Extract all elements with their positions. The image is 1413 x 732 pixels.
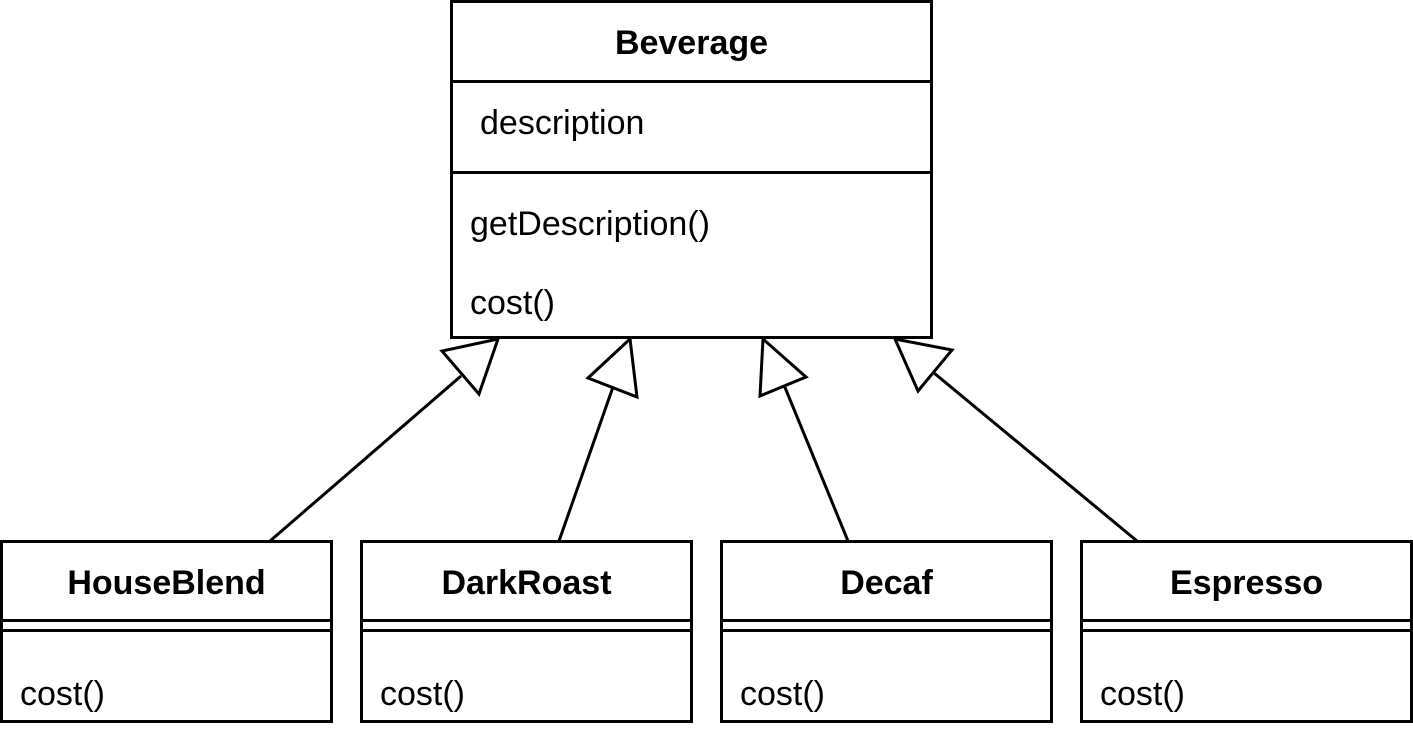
generalization-houseblend — [269, 336, 501, 543]
class-espresso[interactable]: Espresso cost() — [1080, 540, 1413, 723]
class-decaf[interactable]: Decaf cost() — [720, 540, 1053, 723]
attributes-section — [1083, 622, 1410, 632]
class-beverage[interactable]: Beverage description getDescription() co… — [450, 0, 933, 339]
operations-section: cost() — [1083, 632, 1410, 717]
inheritance-line-houseblend — [269, 374, 462, 543]
operation-cost: cost() — [1100, 675, 1185, 713]
class-darkroast[interactable]: DarkRoast cost() — [360, 540, 693, 723]
class-houseblend[interactable]: HouseBlend cost() — [0, 540, 333, 723]
inheritance-line-darkroast — [557, 386, 615, 542]
attributes-section: description — [453, 83, 930, 174]
class-name: DarkRoast — [363, 543, 690, 622]
generalization-darkroast — [557, 335, 639, 542]
operation-getdescription: getDescription() — [470, 205, 710, 243]
inheritance-arrowhead-darkroast — [585, 335, 639, 400]
generalization-decaf — [758, 335, 850, 542]
operation-cost: cost() — [380, 675, 465, 713]
operations-section: cost() — [363, 632, 690, 717]
attributes-section — [3, 622, 330, 632]
attributes-section — [723, 622, 1050, 632]
operations-section: cost() — [723, 632, 1050, 717]
inheritance-arrowhead-decaf — [758, 335, 809, 399]
inheritance-arrowhead-espresso — [892, 336, 955, 394]
inheritance-arrowhead-houseblend — [439, 336, 501, 397]
class-name: Decaf — [723, 543, 1050, 622]
generalization-espresso — [892, 336, 1138, 543]
operation-cost: cost() — [470, 284, 555, 322]
operation-cost: cost() — [740, 675, 825, 713]
operation-cost: cost() — [20, 675, 105, 713]
attribute-description: description — [480, 104, 645, 142]
operations-section: getDescription() cost() — [453, 174, 930, 332]
inheritance-line-espresso — [933, 371, 1138, 543]
class-name: Beverage — [453, 3, 930, 83]
operations-section: cost() — [3, 632, 330, 717]
attributes-section — [363, 622, 690, 632]
class-name: Espresso — [1083, 543, 1410, 622]
class-name: HouseBlend — [3, 543, 330, 622]
inheritance-line-decaf — [782, 384, 850, 542]
